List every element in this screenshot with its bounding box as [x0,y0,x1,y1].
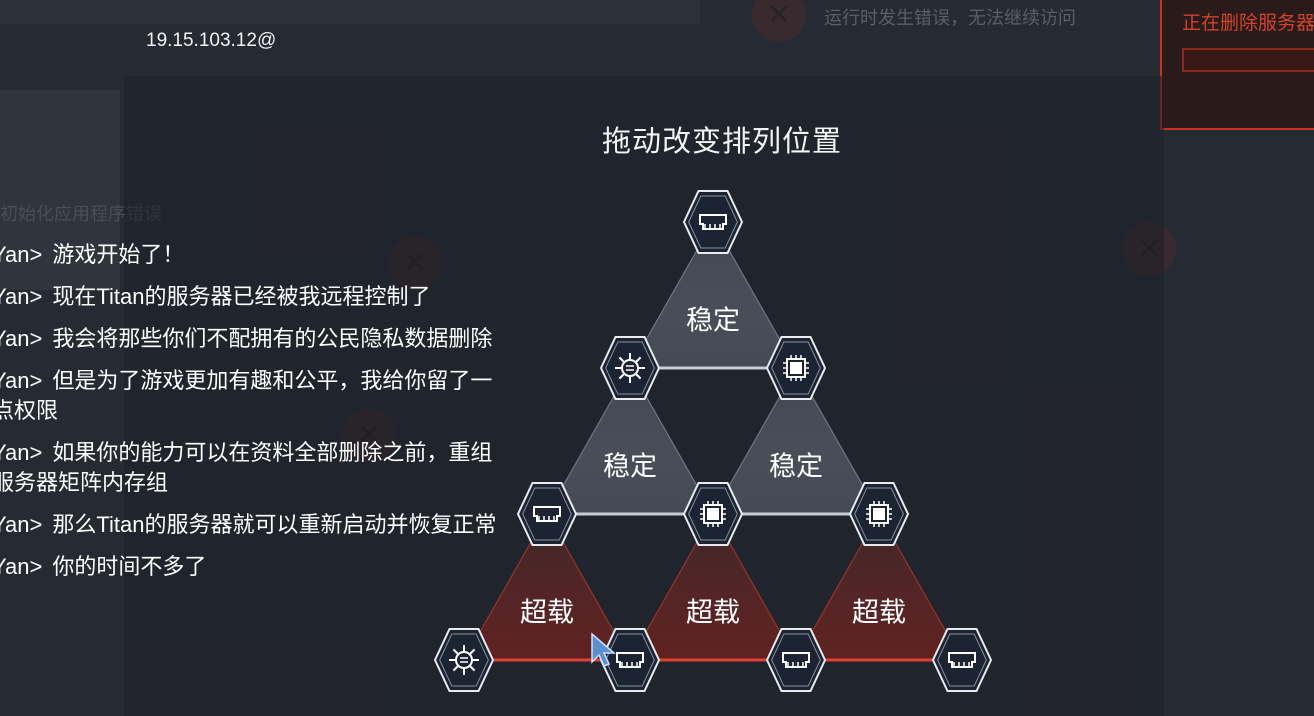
puzzle-node[interactable] [848,482,910,546]
chat-message: 游戏开始了！ [52,242,185,267]
chip-icon [700,501,726,527]
alert-title: 正在删除服务器 [1182,12,1314,34]
chat-message: 但是为了游戏更加有趣和公平，我给你留了一点权限 [0,368,493,423]
chat-message: 我会将那些你们不配拥有的公民隐私数据删除 [52,326,493,351]
background-left-panel [0,90,120,290]
chat-line: Yan>但是为了游戏更加有趣和公平，我给你留了一点权限 [0,366,502,426]
chat-line: Yan> 你的时间不多了 [0,552,502,582]
puzzle-node[interactable] [682,482,744,546]
chat-speaker: Yan> [0,242,43,267]
triangle-label: 稳定 [603,451,657,482]
triangle-label: 稳定 [769,451,823,482]
puzzle-node[interactable] [433,628,495,692]
chat-message: 你的时间不多了 [52,554,207,579]
puzzle-node[interactable] [599,628,661,692]
puzzle-node[interactable] [516,482,578,546]
ram-icon [699,214,727,230]
background-error-text: 运行时发生错误，无法继续访问 [824,8,1076,29]
chat-line: Yan>如果你的能力可以在资料全部删除之前，重组服务器矩阵内存组 [0,438,502,498]
server-address: 19.15.103.12@ [146,30,277,51]
puzzle-node[interactable] [599,336,661,400]
puzzle-node[interactable] [682,190,744,254]
triangle-label: 稳定 [686,305,740,336]
chat-speaker: Yan> [0,368,43,393]
deletion-progress-bar [1182,48,1314,72]
background-error-text-left: 初始化应用程序错误 [0,204,162,225]
error-icon [752,0,806,42]
puzzle-node[interactable] [765,336,827,400]
chat-line: Yan> 我会将那些你们不配拥有的公民隐私数据删除 [0,324,502,354]
chat-speaker: Yan> [0,512,43,537]
triangle-label: 超载 [852,597,906,628]
puzzle-title: 拖动改变排列位置 [601,124,842,158]
chat-message: 现在Titan的服务器已经被我远程控制了 [52,284,431,309]
chip-icon [783,355,809,381]
background-top-panel [0,0,700,24]
triangle-stable: 稳定 [628,220,798,370]
chat-speaker: Yan> [0,440,43,465]
chat-line: Yan> 现在Titan的服务器已经被我远程控制了 [0,282,502,312]
chat-message: 如果你的能力可以在资料全部删除之前，重组服务器矩阵内存组 [0,440,493,495]
ram-icon [533,506,561,522]
deletion-alert-panel: 正在删除服务器 [1160,0,1314,130]
chat-line: Yan> 游戏开始了！ [0,240,502,270]
puzzle-node[interactable] [765,628,827,692]
chat-line: Yan> 那么Titan的服务器就可以重新启动并恢复正常 [0,510,502,540]
chat-speaker: Yan> [0,284,43,309]
puzzle-node[interactable] [931,628,993,692]
chat-message: 那么Titan的服务器就可以重新启动并恢复正常 [52,512,497,537]
virus-icon [449,645,479,675]
ram-icon [616,652,644,668]
chat-log: Yan> 游戏开始了！ Yan> 现在Titan的服务器已经被我远程控制了 Yan> 我会… [0,240,502,594]
chat-speaker: Yan> [0,326,43,351]
chip-icon [866,501,892,527]
ram-icon [782,652,810,668]
triangle-stable: 稳定 [545,366,715,516]
chat-speaker: Yan> [0,554,43,579]
virus-icon [615,353,645,383]
ram-icon [948,652,976,668]
triangle-label: 超载 [686,597,740,628]
triangle-stable: 稳定 [711,366,881,516]
triangle-label: 超载 [520,597,574,628]
